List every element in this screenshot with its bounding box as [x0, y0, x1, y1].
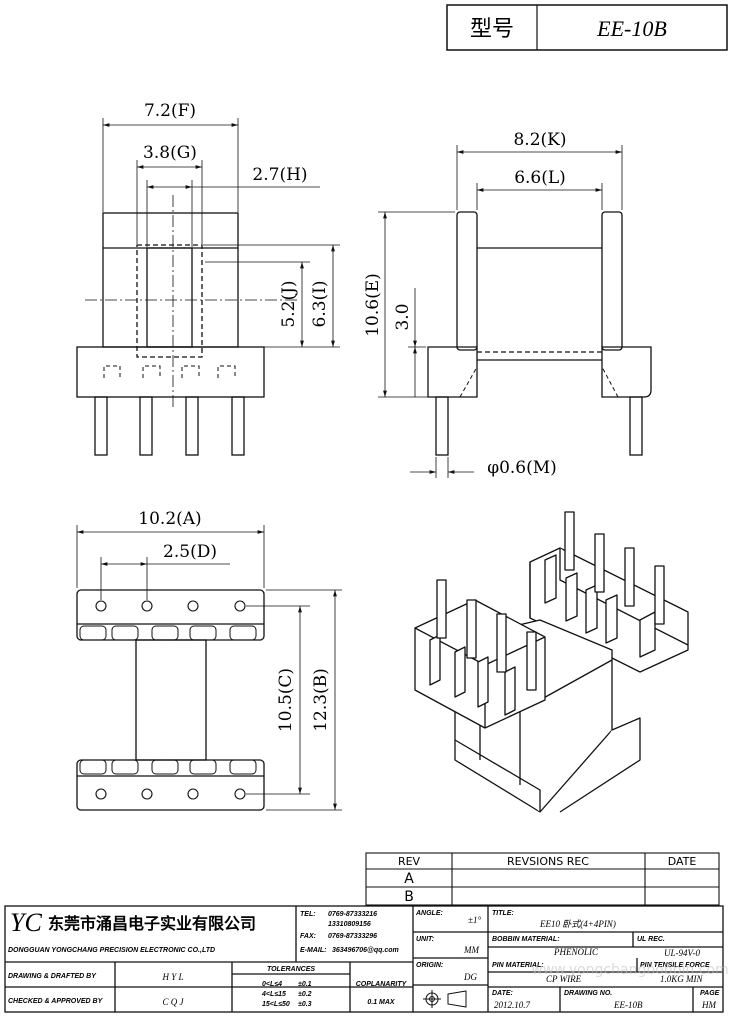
drawn-by-value: H Y L [161, 972, 183, 982]
title-label: TITLE: [492, 910, 514, 917]
tel-1: 0769-87333216 [328, 911, 377, 918]
fax-number: 0769-87333296 [328, 933, 377, 940]
page-value: HM [701, 1000, 716, 1010]
dim-height3: 3.0 [393, 303, 413, 330]
fax-label: FAX: [300, 933, 316, 940]
coplanarity-value: 0.1 MAX [367, 999, 396, 1006]
pin-tensile-value: 1.0KG MIN [660, 974, 703, 984]
drawing-no-label: DRAWING NO. [564, 990, 612, 997]
tel-label: TEL: [300, 911, 316, 918]
checked-by-label: CHECKED & APPROVED BY [8, 998, 104, 1005]
dim-K: 8.2(K) [513, 130, 566, 150]
dim-J: 5.2(J) [279, 280, 299, 327]
drawing-no-value: EE-10B [613, 1000, 643, 1010]
tolerance-value-3: ±0.3 [298, 1001, 312, 1008]
side-view [427, 211, 652, 456]
unit-label: UNIT: [416, 936, 434, 943]
ul-rec-value: UL-94V-0 [664, 948, 701, 958]
date-value: 2012.10.7 [494, 1000, 531, 1010]
dim-H: 2.7(H) [252, 165, 307, 185]
tolerance-value-2: ±0.2 [298, 991, 312, 998]
angle-label: ANGLE: [415, 910, 443, 917]
revision-rev-header: REV [398, 855, 421, 868]
coplanarity-label: COPLANARITY [356, 981, 408, 988]
dim-C: 10.5(C) [276, 668, 296, 732]
pin-tensile-label: PIN TENSILE FORCE [640, 962, 710, 969]
tolerance-range-2: 4<L≤15 [261, 991, 286, 998]
email-address: 363496706@qq.com [332, 947, 399, 954]
tolerances-label: TOLERANCES [267, 966, 315, 973]
company-name-cn: 东莞市涌昌电子实业有限公司 [48, 914, 256, 933]
isometric-view [414, 511, 689, 813]
pin-material-value: CP WIRE [546, 974, 582, 984]
dim-D: 2.5(D) [163, 542, 217, 562]
revision-row-a: A [404, 871, 414, 887]
model-label: 型号 [470, 17, 514, 42]
bottom-view-dimensions [76, 525, 342, 811]
pin-material-label: PIN MATERIAL: [492, 962, 544, 969]
company-logo: YC [10, 908, 42, 937]
dim-E: 10.6(E) [363, 273, 383, 337]
watermark: www.yongchangbobbin.com [531, 962, 728, 978]
origin-value: DG [463, 972, 477, 982]
dim-G: 3.8(G) [143, 143, 197, 163]
email-label: E-MAIL: [300, 947, 326, 954]
model-header: 型号 EE-10B [446, 4, 728, 51]
dim-B: 12.3(B) [311, 668, 331, 732]
tel-2: 13310809156 [328, 921, 371, 928]
tolerance-range-1: 0<L≤4 [262, 981, 282, 988]
dim-F: 7.2(F) [144, 101, 196, 121]
origin-label: ORIGIN: [416, 962, 443, 969]
revision-table [365, 852, 720, 906]
tolerance-value-1: ±0.1 [298, 981, 312, 988]
model-number: EE-10B [596, 16, 667, 41]
front-view-dimensions [102, 118, 340, 348]
bottom-view [76, 589, 265, 811]
bobbin-material-value: PHENOLIC [553, 947, 599, 957]
checked-by-value: C Q J [163, 997, 185, 1007]
date-label: DATE: [492, 990, 513, 997]
page-label: PAGE [700, 990, 720, 997]
revision-date-header: DATE [668, 855, 697, 868]
title-value: EE10 卧式(4+4PIN) [539, 919, 616, 929]
company-name-en: DONGGUAN YONGCHANG PRECISION ELECTRONIC … [8, 947, 215, 954]
drawn-by-label: DRAWING & DRAFTED BY [8, 973, 97, 980]
dim-A: 10.2(A) [138, 509, 201, 529]
bobbin-material-label: BOBBIN MATERIAL: [492, 936, 560, 943]
dim-L: 6.6(L) [514, 168, 566, 188]
ul-rec-label: UL REC. [637, 936, 665, 943]
side-view-dimensions [378, 145, 623, 478]
angle-value: ±1° [468, 915, 481, 925]
dim-M: φ0.6(M) [487, 458, 557, 478]
revision-rec-header: REVSIONS REC [507, 855, 589, 868]
tolerance-range-3: 15<L≤50 [262, 1001, 290, 1008]
unit-value: MM [463, 945, 479, 955]
dim-I: 6.3(I) [310, 280, 330, 327]
front-view [76, 195, 300, 456]
projection-symbol-icon [423, 990, 467, 1008]
title-block [4, 905, 724, 1013]
revision-row-b: B [404, 889, 414, 905]
